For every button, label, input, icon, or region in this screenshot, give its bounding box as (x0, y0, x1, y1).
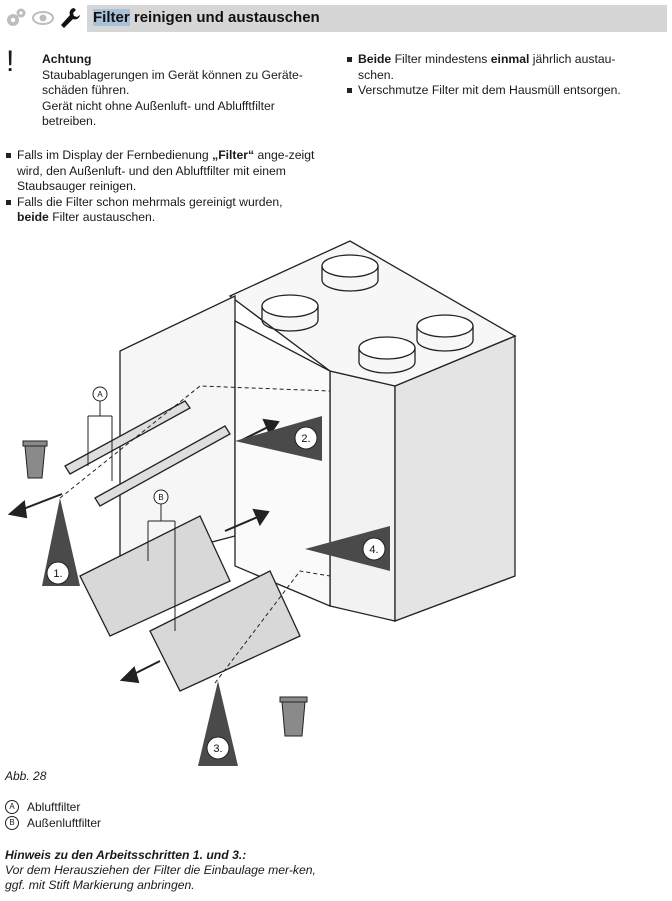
title-bar: Filter reinigen und austauschen (87, 5, 667, 32)
title-highlight: Filter (93, 9, 130, 26)
bold-text: Beide (358, 52, 392, 66)
warning-block: Achtung Staubablagerungen im Gerät könne… (42, 52, 342, 130)
duct-top-left (261, 294, 319, 332)
text: Verschmutze Filter mit dem Hausmüll ents… (358, 83, 621, 97)
warning-heading: Achtung (42, 52, 92, 66)
step-3-label: 3. (213, 743, 222, 755)
text: Falls im Display der Fernbedienung (17, 148, 213, 162)
step-2-label: 2. (301, 433, 310, 445)
bold-text: einmal (490, 52, 530, 66)
unit-interior (234, 319, 331, 607)
page-title: Filter reinigen und austauschen (93, 9, 320, 26)
text: Falls die Filter schon mehrmals gereinig… (17, 194, 283, 209)
right-bullet-list: Beide Filter mindestens einmal jährlich … (346, 52, 656, 99)
unit-top-panel (228, 240, 517, 387)
step-1-label: 1. (53, 568, 62, 580)
title-rest: reinigen und austauschen (129, 9, 320, 26)
filter-b-2 (149, 570, 301, 692)
legend-text: Außenluftfilter (27, 816, 102, 830)
legend-text: Abluftfilter (27, 800, 81, 814)
hint-title: Hinweis zu den Arbeitsschritten 1. und 3… (5, 848, 247, 862)
step-4-pointer (305, 526, 390, 571)
arrow-out-1 (7, 500, 28, 519)
waste-bin-icon-1 (22, 440, 48, 479)
duct-top-back (321, 254, 379, 292)
list-item: Verschmutze Filter mit dem Hausmüll ents… (346, 83, 656, 99)
arrow-in-4 (252, 508, 270, 527)
bold-text: „Filter“ (212, 148, 255, 162)
arrow-out-3 (119, 666, 140, 684)
legend-item: A Abluftfilter (5, 799, 101, 815)
list-item: Beide Filter mindestens einmal jährlich … (346, 52, 643, 83)
warning-icon: ! (6, 45, 15, 78)
text: Filter austauschen. (48, 210, 156, 224)
label-b: B (158, 493, 163, 502)
text: jährlich austau-schen. (358, 52, 616, 82)
left-bullet-list: Falls im Display der Fernbedienung „Filt… (5, 148, 330, 226)
step-2-pointer (235, 416, 322, 461)
eye-icon (31, 4, 55, 31)
filter-b-1 (79, 515, 231, 637)
warning-line-2: Gerät nicht ohne Außenluft- und Ablufftf… (42, 98, 275, 129)
bold-text: beide (17, 210, 49, 224)
wrench-icon (58, 4, 82, 31)
unit-front-panel (329, 370, 396, 622)
figure-caption: Abb. 28 (5, 769, 47, 783)
hint-block: Hinweis zu den Arbeitsschritten 1. und 3… (5, 848, 335, 893)
legend-key: A (5, 800, 19, 814)
duct-top-front (358, 336, 416, 374)
filter-illustration: 1. 2. 3. 4. A B (7, 240, 517, 766)
page-header: Filter reinigen und austauschen (0, 0, 672, 36)
legend-item: B Außenluftfilter (5, 815, 101, 831)
text: ange-zeigt wird, den Außenluft- und den … (17, 148, 315, 193)
arrow-in-2 (262, 418, 280, 437)
duct-top-right (416, 314, 474, 352)
gears-icon (4, 4, 28, 31)
step-4-label: 4. (369, 544, 378, 556)
filter-a-2 (94, 425, 231, 507)
label-a: A (97, 390, 103, 399)
hint-body: Vor dem Herausziehen der Filter die Einb… (5, 863, 316, 892)
text: Filter mindestens (391, 52, 491, 66)
figure-legend: A Abluftfilter B Außenluftfilter (5, 799, 101, 831)
list-item: Falls im Display der Fernbedienung „Filt… (5, 148, 317, 195)
list-item: Falls die Filter schon mehrmals gereinig… (5, 195, 317, 226)
warning-line-1: Staubablagerungen im Gerät können zu Ger… (42, 67, 303, 98)
waste-bin-icon-2 (279, 696, 308, 737)
legend-key: B (5, 816, 19, 830)
